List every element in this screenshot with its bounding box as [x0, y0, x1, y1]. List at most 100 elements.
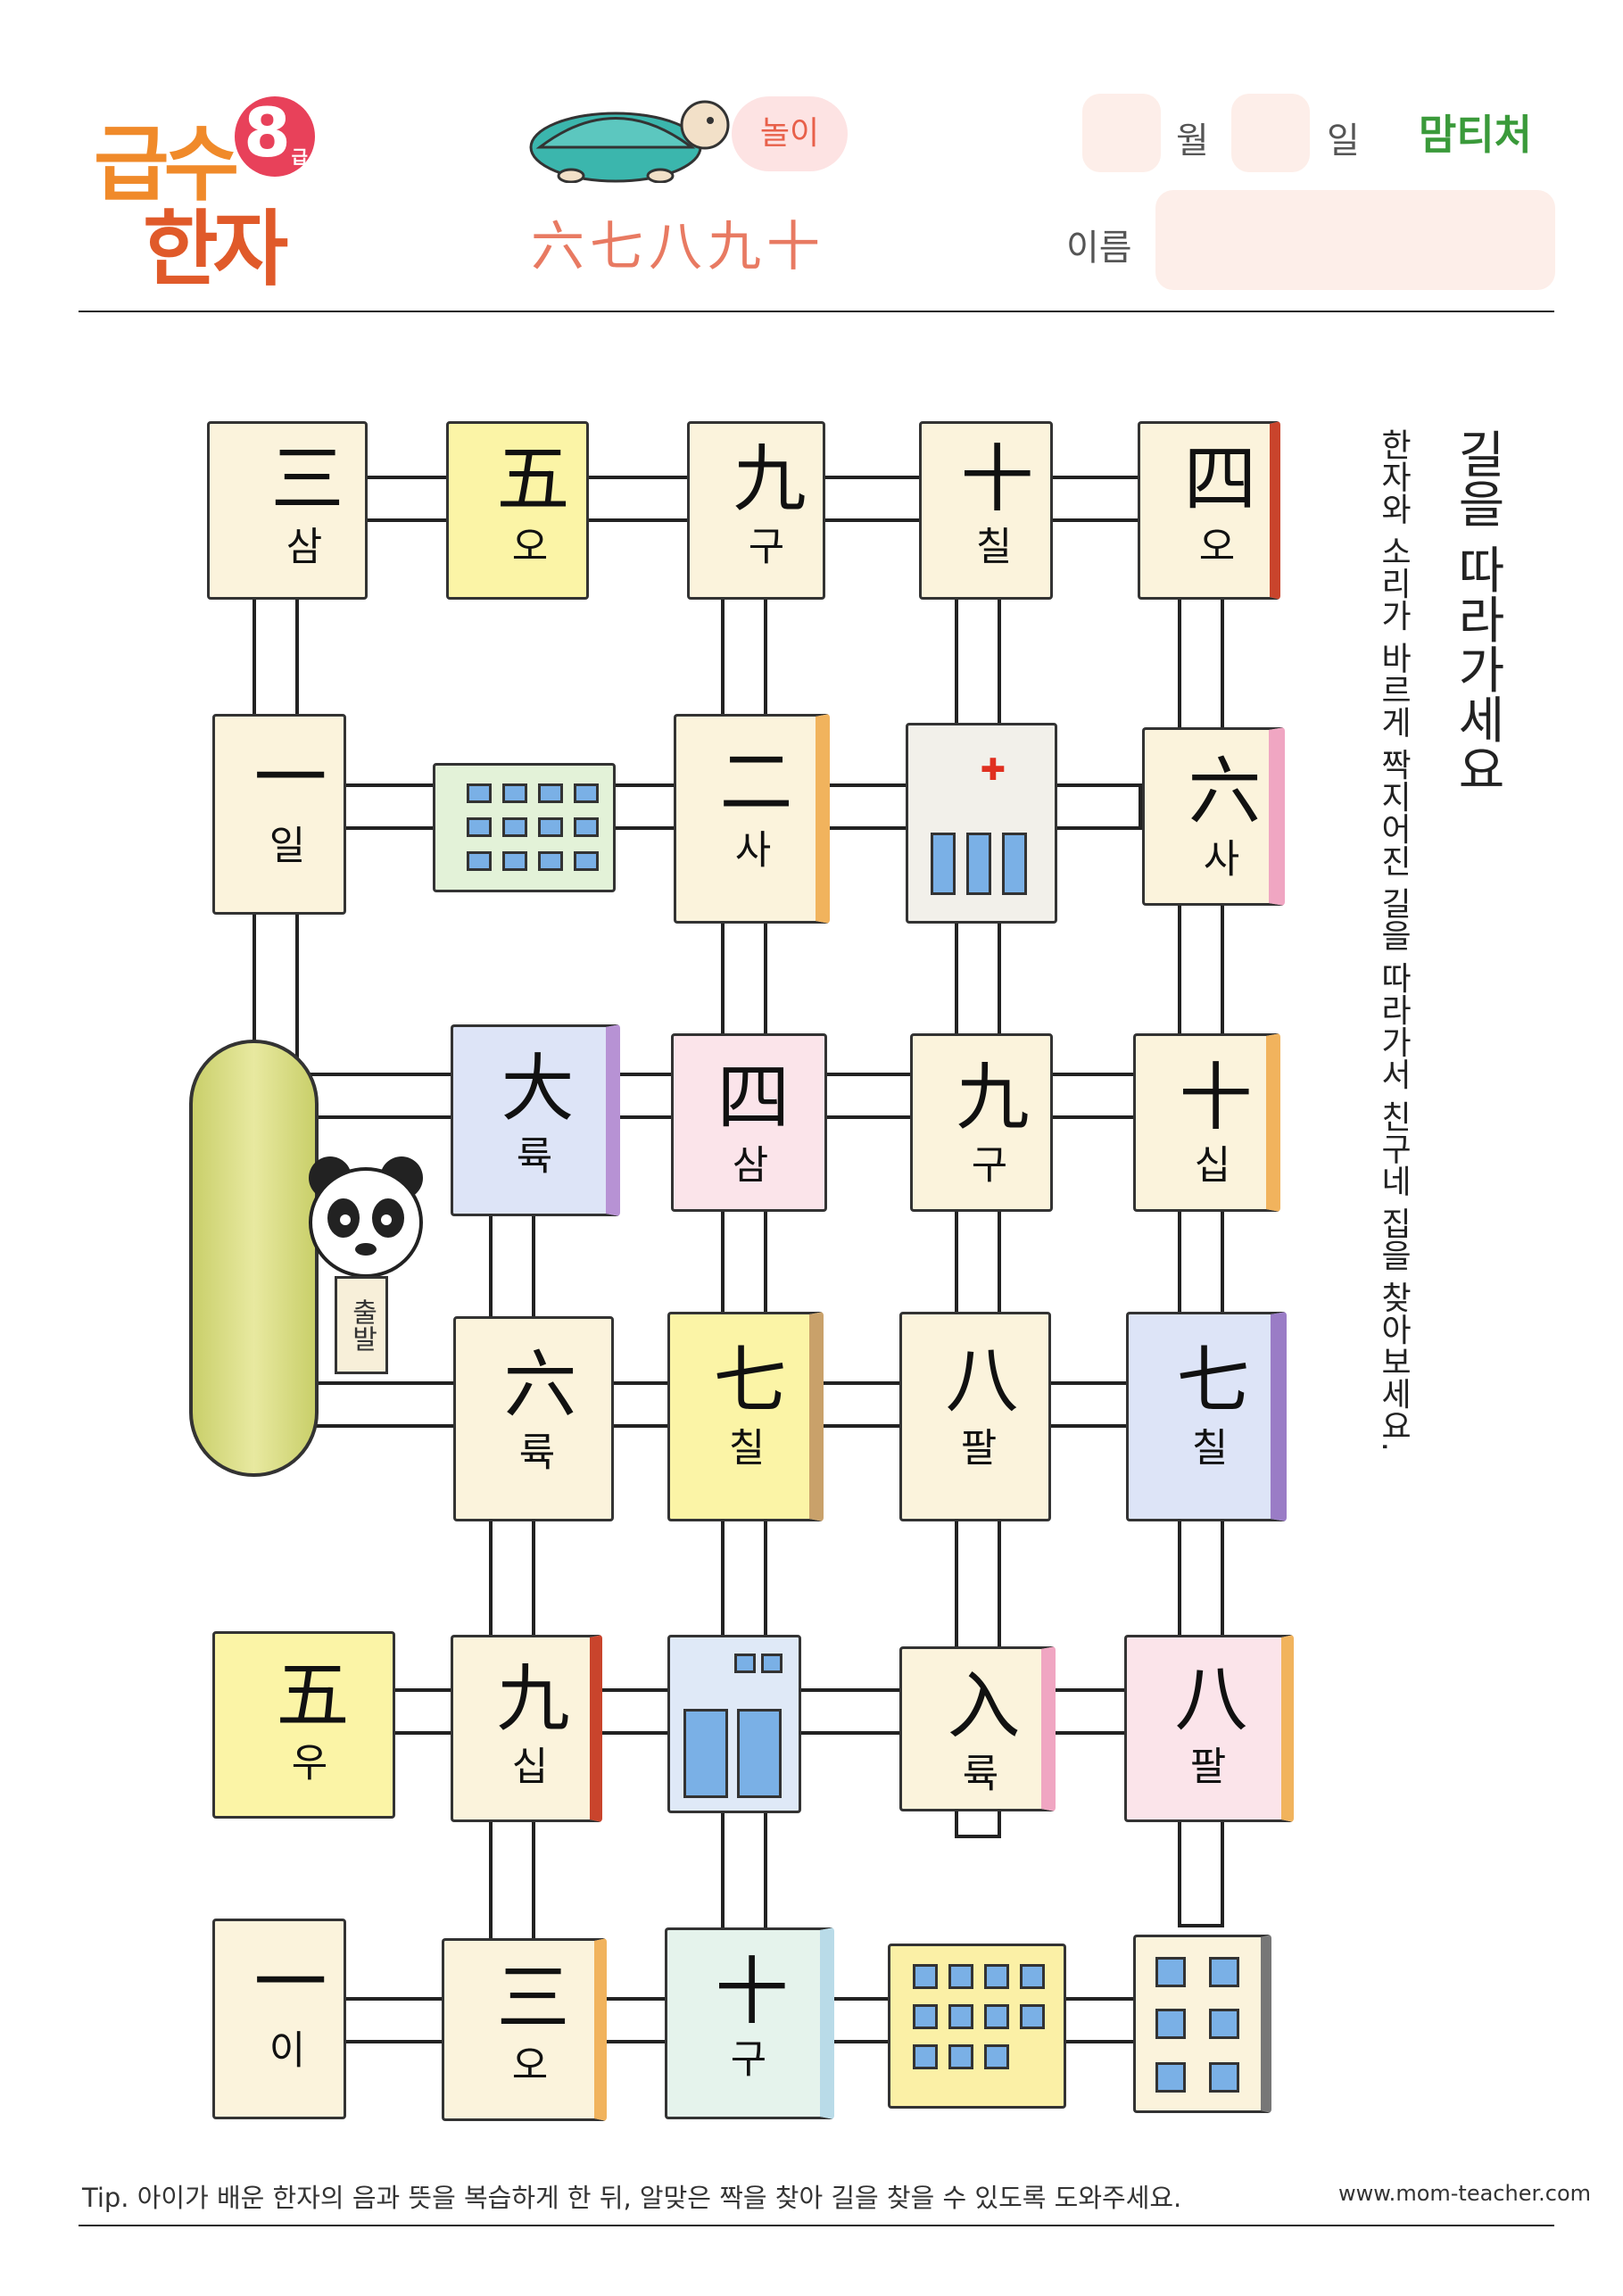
start-sign-text: 출발: [346, 1298, 377, 1352]
building-hanja: 九: [720, 440, 805, 513]
building-reading: 구: [722, 2038, 767, 2077]
building-26[interactable]: 十구: [665, 1927, 834, 2119]
footer-divider: [79, 2225, 1554, 2226]
building-reading: 륙: [510, 1431, 556, 1471]
building-reading: 사: [1195, 838, 1240, 877]
turtle-icon: [529, 100, 730, 183]
play-badge: 놀이: [732, 96, 848, 171]
building-25[interactable]: 三오: [442, 1938, 607, 2121]
building-21[interactable]: [667, 1635, 801, 1813]
building-14[interactable]: 十십: [1133, 1033, 1280, 1212]
header-divider: [79, 311, 1554, 312]
hospital-cross-icon: ✚: [980, 752, 1006, 788]
building-reading: 오: [503, 526, 549, 565]
building-4[interactable]: 十칠: [919, 421, 1053, 600]
building-reading: 십: [1186, 1144, 1231, 1183]
building-hanja: 四: [704, 1058, 789, 1131]
building-9[interactable]: ✚: [906, 723, 1057, 924]
footer-tip: Tip. 아이가 배운 한자의 음과 뜻을 복습하게 한 뒤, 알맞은 짝을 찾…: [82, 2183, 1182, 2213]
building-reading: 륙: [954, 1753, 999, 1792]
level-unit: 급: [291, 146, 308, 168]
footer-url: www.mom-teacher.com: [1338, 2181, 1592, 2206]
building-28[interactable]: [1133, 1935, 1271, 2113]
building-19[interactable]: 五우: [212, 1631, 395, 1819]
instruction-body: 한자와 소리가 바르게 짝지어진 길을 따라가서 친구네 집을 찾아보세요.: [1375, 428, 1412, 1452]
month-label: 월: [1176, 120, 1209, 162]
building-24[interactable]: 一이: [212, 1919, 346, 2119]
building-hanja: 七: [1163, 1341, 1248, 1414]
logo-top-text: 급수: [94, 117, 239, 212]
building-reading: 팔: [952, 1427, 998, 1466]
building-reading: 오: [1190, 526, 1236, 565]
building-hanja: 九: [943, 1058, 1028, 1131]
building-8[interactable]: 二사: [674, 714, 830, 924]
building-hanja: 一: [241, 739, 326, 812]
building-hanja: 八: [932, 1341, 1017, 1414]
building-17[interactable]: 八팔: [899, 1312, 1051, 1521]
building-1[interactable]: 三삼: [207, 421, 368, 600]
building-hanja: 一: [241, 1944, 326, 2017]
building-reading: 구: [740, 526, 785, 565]
building-23[interactable]: 八팔: [1124, 1635, 1294, 1822]
month-input[interactable]: [1082, 94, 1161, 172]
building-6[interactable]: 一일: [212, 714, 346, 915]
building-15[interactable]: 六륙: [453, 1316, 614, 1521]
building-5[interactable]: 四오: [1138, 421, 1280, 600]
level-badge: 8 급: [235, 93, 315, 177]
building-hanja: 九: [484, 1660, 568, 1733]
building-12[interactable]: 四삼: [671, 1033, 827, 1212]
building-hanja: 八: [1162, 1660, 1246, 1733]
building-27[interactable]: [888, 1944, 1066, 2109]
building-hanja: 十: [702, 1952, 787, 2026]
building-hanja: 七: [700, 1341, 785, 1414]
building-reading: 칠: [1183, 1427, 1229, 1466]
brand-logo: 맘티처: [1419, 111, 1532, 159]
building-reading: 오: [503, 2044, 549, 2084]
start-field: [189, 1040, 319, 1477]
instruction-title: 길을 따라가세요: [1448, 428, 1506, 794]
building-reading: 륙: [508, 1135, 553, 1174]
building-hanja: 五: [263, 1656, 348, 1729]
building-13[interactable]: 九구: [910, 1033, 1053, 1212]
building-reading: 이: [261, 2029, 306, 2068]
building-20[interactable]: 九십: [451, 1635, 602, 1822]
building-hanja: 十: [948, 440, 1032, 513]
building-2[interactable]: 五오: [446, 421, 589, 600]
building-reading: 구: [963, 1144, 1008, 1183]
building-reading: 칠: [720, 1427, 766, 1466]
building-10[interactable]: 六사: [1142, 727, 1285, 906]
building-22[interactable]: 入륙: [899, 1646, 1056, 1811]
building-reading: 삼: [724, 1144, 769, 1183]
name-label: 이름: [1066, 228, 1132, 269]
building-hanja: 入: [934, 1667, 1019, 1740]
building-hanja: 二: [707, 743, 791, 816]
hanja-title: 六七八九十: [531, 216, 825, 278]
building-reading: 칠: [967, 526, 1013, 565]
logo-bottom-text: 한자: [143, 202, 288, 297]
building-reading: 일: [261, 825, 306, 864]
building-reading: 십: [503, 1745, 549, 1785]
building-hanja: 大: [488, 1049, 573, 1123]
building-hanja: 十: [1166, 1058, 1251, 1131]
building-reading: 팔: [1181, 1745, 1227, 1785]
building-16[interactable]: 七칠: [667, 1312, 824, 1521]
building-reading: 우: [283, 1742, 328, 1781]
start-sign: 출발: [335, 1276, 388, 1374]
building-18[interactable]: 七칠: [1126, 1312, 1287, 1521]
building-11[interactable]: 大륙: [451, 1024, 620, 1216]
level-number: 8: [244, 93, 291, 172]
name-input[interactable]: [1155, 190, 1555, 290]
road: [489, 1071, 535, 1990]
building-3[interactable]: 九구: [687, 421, 825, 600]
building-hanja: 五: [484, 440, 568, 513]
building-hanja: 三: [484, 1959, 568, 2032]
building-hanja: 四: [1171, 440, 1255, 513]
building-hanja: 六: [491, 1346, 576, 1419]
building-reading: 삼: [277, 526, 323, 565]
building-hanja: 三: [258, 440, 343, 513]
building-hanja: 六: [1175, 752, 1260, 825]
panda-icon: [309, 1156, 423, 1278]
day-label: 일: [1327, 120, 1360, 162]
building-7[interactable]: [433, 763, 616, 892]
day-input[interactable]: [1231, 94, 1310, 172]
